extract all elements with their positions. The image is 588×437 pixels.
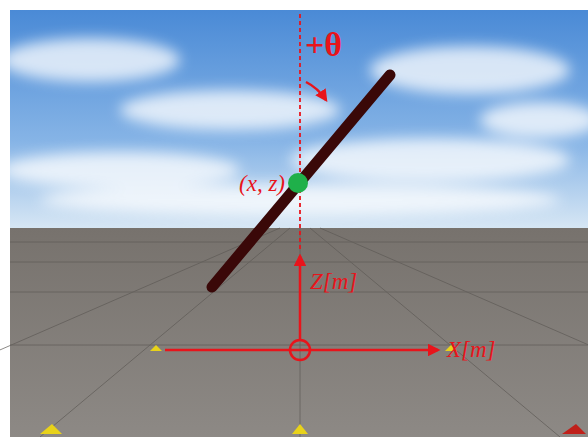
x-axis-label: X[m] [447, 338, 496, 361]
ground [10, 228, 588, 437]
center-point [288, 173, 308, 193]
vertical-reference-line [299, 14, 301, 252]
pendulum-rod [212, 75, 390, 287]
floor-markers [40, 345, 586, 434]
floor-grid [0, 228, 588, 437]
clouds [0, 38, 588, 216]
z-axis-label: Z[m] [310, 270, 357, 293]
angle-label: +θ [305, 28, 342, 62]
angle-arrow [306, 82, 326, 100]
origin-circle [290, 340, 310, 360]
point-label: (x, z) [239, 172, 285, 195]
x-axis [165, 349, 438, 352]
z-axis [299, 256, 302, 340]
